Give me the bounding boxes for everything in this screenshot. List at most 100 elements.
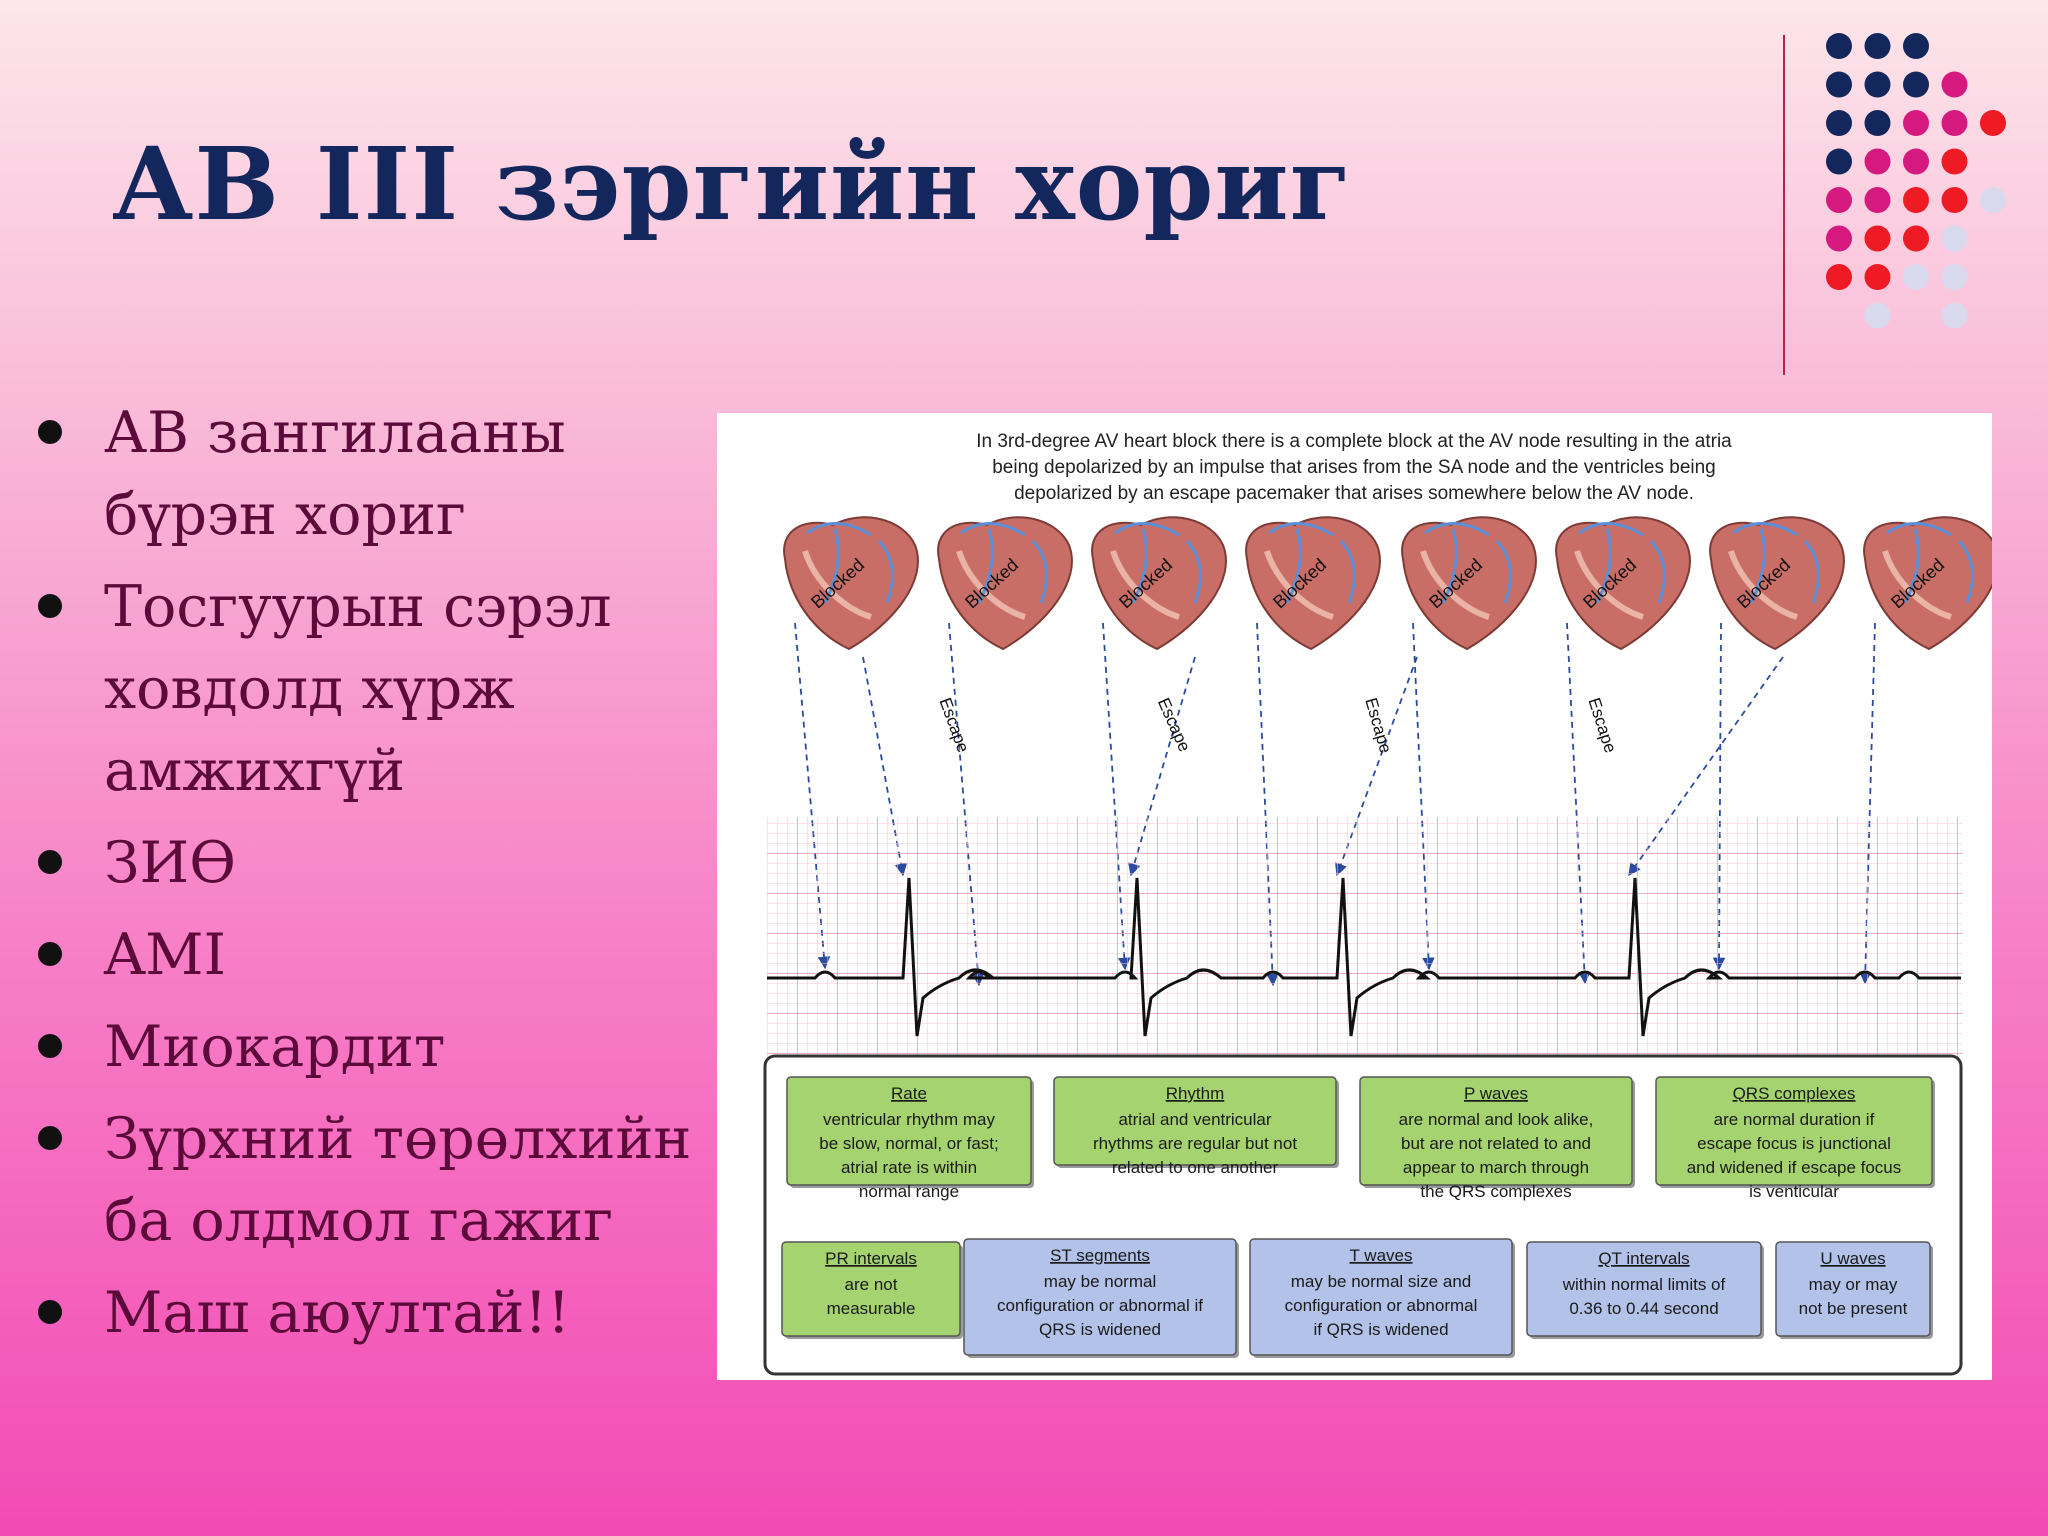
decor-dot	[1941, 71, 1968, 98]
info-box: PR intervals are not measurable	[781, 1241, 963, 1339]
info-box-title: QT intervals	[1598, 1249, 1689, 1268]
decorative-divider	[1783, 35, 1785, 375]
escape-arrow	[1334, 656, 1418, 877]
bullet-text: AMI	[104, 922, 227, 988]
info-box-line: related to one another	[1112, 1158, 1279, 1177]
bullet-item: Миокардит	[38, 1006, 718, 1088]
info-box-line: atrial rate is within	[841, 1158, 977, 1177]
decor-dot	[1864, 33, 1891, 59]
caption-line: being depolarized by an impulse that ari…	[992, 457, 1716, 478]
bullet-text: Миокардит	[104, 1014, 446, 1080]
ecg-trace	[767, 877, 1961, 1037]
decor-dot	[1941, 110, 1968, 136]
decor-dot	[1903, 264, 1929, 290]
decor-dot	[1941, 225, 1968, 252]
info-box-line: configuration or abnormal	[1285, 1296, 1478, 1315]
decor-dot	[1864, 110, 1891, 136]
info-box-line: measurable	[827, 1299, 916, 1318]
info-box-line: if QRS is widened	[1313, 1320, 1448, 1339]
info-box-line: and widened if escape focus	[1687, 1158, 1902, 1177]
bullet-text: Зүрхний төрөлхийн ба олдмол гажиг	[104, 1106, 692, 1254]
decor-dot	[1903, 110, 1929, 136]
escape-label: Escape	[936, 695, 973, 755]
bullet-icon	[38, 1300, 62, 1324]
bullet-item: Зүрхний төрөлхийн ба олдмол гажиг	[38, 1098, 718, 1262]
bullet-item: Маш аюултай!!	[38, 1272, 718, 1354]
decor-dot	[1826, 187, 1852, 213]
heart-icon: Blocked	[1401, 516, 1537, 651]
info-box-title: QRS complexes	[1733, 1084, 1856, 1103]
decorative-dot-grid	[1826, 33, 2006, 329]
bullet-text: ЗИӨ	[104, 830, 236, 896]
info-box-line: the QRS complexes	[1420, 1182, 1571, 1201]
decor-dot	[1903, 33, 1929, 59]
caption-line: In 3rd-degree AV heart block there is a …	[976, 431, 1732, 452]
info-box-line: may be normal size and	[1291, 1272, 1471, 1291]
info-box-title: PR intervals	[825, 1249, 917, 1268]
decor-dot	[1980, 187, 2006, 213]
decor-dot	[1864, 71, 1891, 98]
escape-label: Escape	[1154, 695, 1194, 755]
info-box-line: but are not related to and	[1401, 1134, 1591, 1153]
bullet-icon	[38, 942, 62, 966]
bullet-icon	[38, 1126, 62, 1150]
decor-dot	[1941, 264, 1968, 290]
decor-dot	[1864, 264, 1891, 290]
bullet-icon	[38, 850, 62, 874]
decor-dot	[1826, 148, 1852, 175]
heart-icon: Blocked	[783, 516, 919, 651]
decor-dot	[1864, 148, 1891, 175]
decor-dot	[1903, 71, 1929, 98]
decor-dot	[1864, 225, 1891, 252]
info-box-line: are normal and look alike,	[1399, 1110, 1594, 1129]
info-box-line: not be present	[1799, 1299, 1908, 1318]
decor-dot	[1980, 110, 2006, 136]
ecg-grid	[767, 817, 1963, 1059]
bullet-text: АВ зангилааны бүрэн хориг	[104, 400, 566, 548]
info-box-line: ventricular rhythm may	[823, 1110, 995, 1129]
info-box-title: U waves	[1820, 1249, 1885, 1268]
caption-line: depolarized by an escape pacemaker that …	[1014, 483, 1694, 504]
bullet-item: ЗИӨ	[38, 822, 718, 904]
decor-dot	[1903, 148, 1929, 175]
heart-icon: Blocked	[1709, 516, 1845, 651]
info-box-line: atrial and ventricular	[1118, 1110, 1271, 1129]
heart-icon: Blocked	[1863, 516, 1992, 651]
info-box-line: QRS is widened	[1039, 1320, 1161, 1339]
info-box-line: 0.36 to 0.44 second	[1569, 1299, 1718, 1318]
decor-dot	[1826, 33, 1852, 59]
decor-dot	[1864, 302, 1891, 329]
info-box-line: be slow, normal, or fast;	[819, 1134, 999, 1153]
escape-label: Escape	[1584, 695, 1620, 755]
bullet-list: АВ зангилааны бүрэн хориг Тосгуурын сэрэ…	[38, 392, 718, 1364]
bullet-item: AMI	[38, 914, 718, 996]
decor-dot	[1826, 71, 1852, 98]
bullet-icon	[38, 420, 62, 444]
info-box-line: may be normal	[1044, 1272, 1156, 1291]
info-box-line: are not	[845, 1275, 898, 1294]
bullet-item: Тосгуурын сэрэл ховдолд хүрж амжихгүй	[38, 566, 718, 812]
info-box-line: normal range	[859, 1182, 959, 1201]
decor-dot	[1903, 225, 1929, 252]
decor-dot	[1826, 264, 1852, 290]
decor-dot	[1941, 302, 1968, 329]
heart-icon: Blocked	[1245, 516, 1381, 651]
heart-icon: Blocked	[1091, 516, 1227, 651]
decor-dot	[1826, 225, 1852, 252]
info-box-line: configuration or abnormal if	[997, 1296, 1203, 1315]
info-box: U waves may or may not be present	[1775, 1241, 1933, 1339]
info-box-title: Rhythm	[1166, 1084, 1225, 1103]
escape-label: Escape	[1361, 696, 1395, 756]
bullet-item: АВ зангилааны бүрэн хориг	[38, 392, 718, 556]
decor-dot	[1864, 187, 1891, 213]
av-block-diagram: In 3rd-degree AV heart block there is a …	[717, 413, 1992, 1380]
heart-icon: Blocked	[1555, 516, 1691, 651]
info-box-line: may or may	[1809, 1275, 1898, 1294]
